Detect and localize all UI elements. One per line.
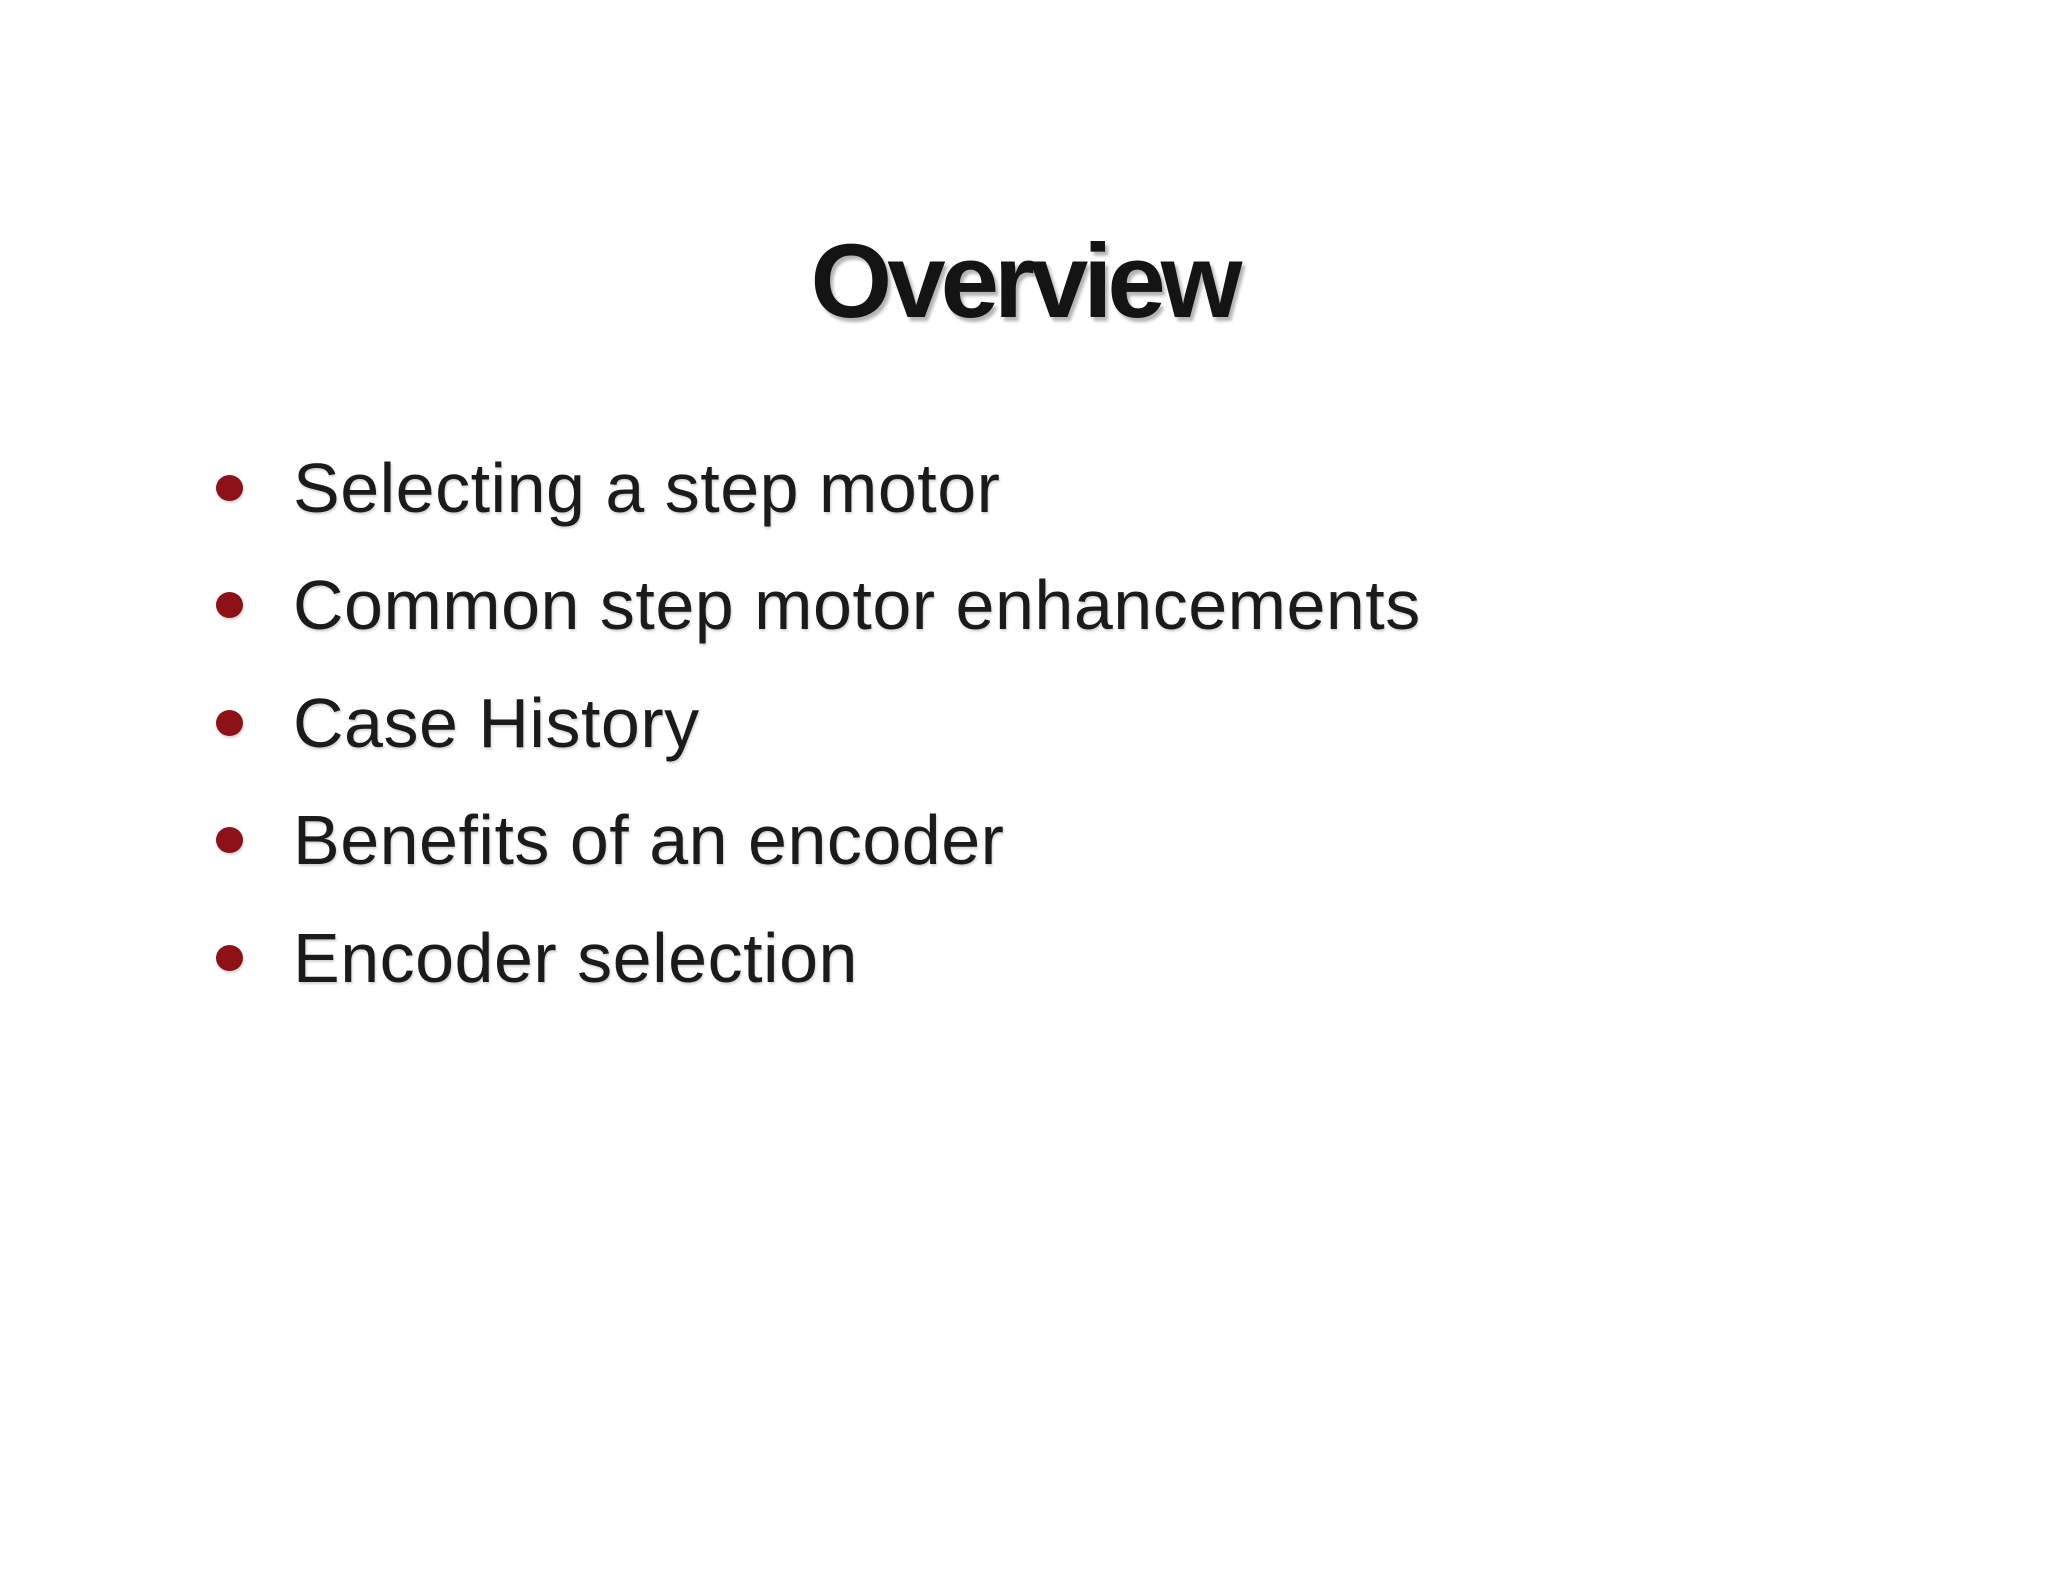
slide-title: Overview — [810, 223, 1243, 340]
bullet-label: Selecting a step motor — [293, 448, 1001, 527]
bullet-dot-icon — [216, 709, 243, 736]
list-item: Case History — [216, 664, 1421, 782]
bullet-dot-icon — [216, 827, 243, 854]
bullet-label: Benefits of an encoder — [293, 801, 1005, 880]
list-item: Selecting a step motor — [216, 429, 1421, 547]
bullet-dot-icon — [216, 592, 243, 619]
bullet-label: Case History — [293, 683, 700, 762]
bullet-dot-icon — [216, 944, 243, 971]
bullet-list: Selecting a step motor Common step motor… — [216, 429, 1421, 1017]
list-item: Common step motor enhancements — [216, 547, 1421, 665]
list-item: Encoder selection — [216, 899, 1421, 1017]
bullet-label: Encoder selection — [293, 918, 858, 997]
list-item: Benefits of an encoder — [216, 782, 1421, 900]
bullet-label: Common step motor enhancements — [293, 566, 1421, 645]
bullet-dot-icon — [216, 474, 243, 501]
